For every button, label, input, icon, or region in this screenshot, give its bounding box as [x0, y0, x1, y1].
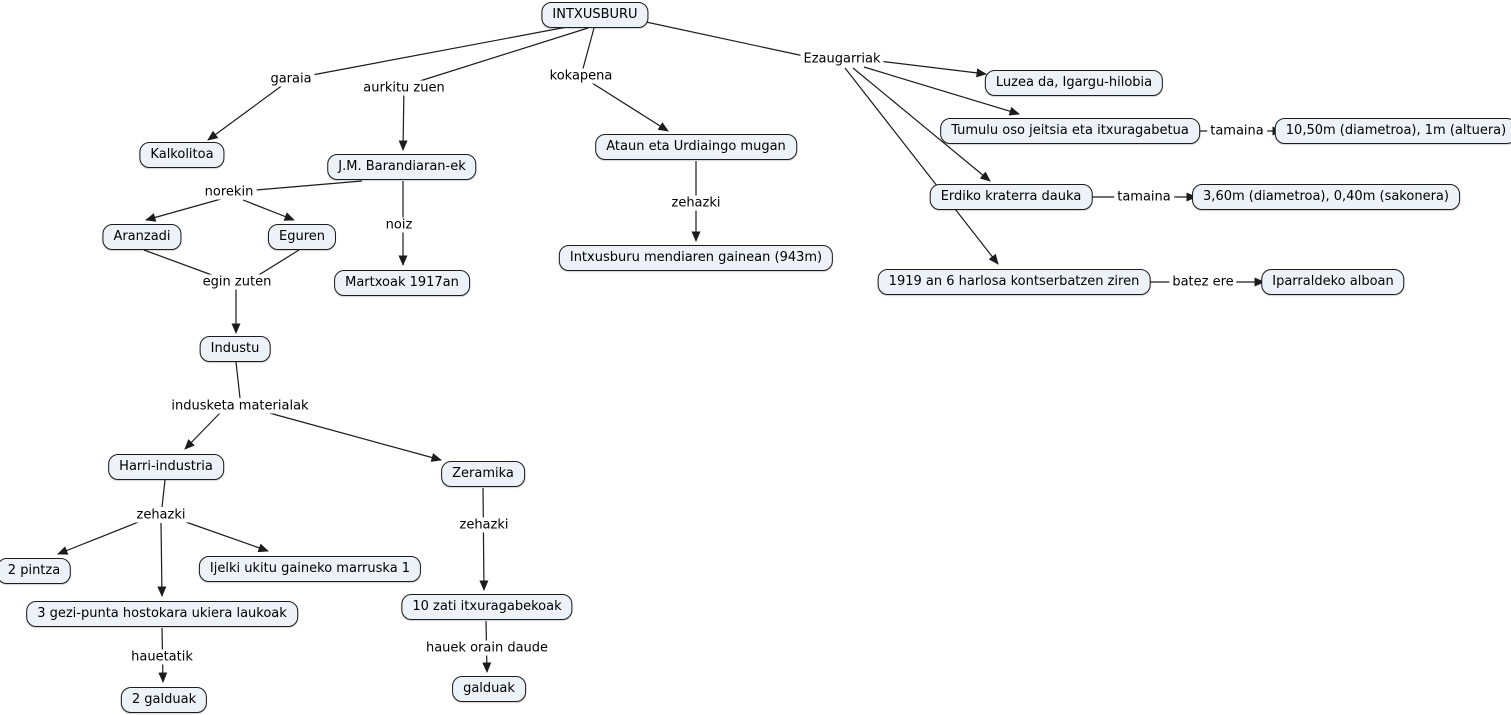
edge-zehazki-gezipunta: [157, 522, 167, 597]
edge-aranzadi-eginzuten: [143, 249, 221, 279]
node-mendi[interactable]: Intxusburu mendiaren gainean (943m): [558, 245, 834, 271]
node-neurria-tumulu[interactable]: 10,50m (diametroa), 1m (altuera): [1274, 118, 1511, 144]
edge-eguren-eginzuten: [253, 249, 300, 279]
edge-norekin-eguren: [242, 199, 295, 221]
edge-label-zehazki-harri[interactable]: zehazki: [133, 507, 189, 523]
edge-label-zehazki-zeramika[interactable]: zehazki: [456, 517, 512, 533]
edge-intxusburu-ezaugarriak: [645, 21, 805, 57]
node-erdiko[interactable]: Erdiko kraterra dauka: [929, 184, 1093, 210]
node-pintza[interactable]: 2 pintza: [0, 558, 72, 584]
edge-zehazki-ijelki: [182, 520, 269, 553]
edge-label-kokapena[interactable]: kokapena: [546, 68, 616, 84]
node-aranzadi[interactable]: Aranzadi: [102, 224, 182, 250]
node-luzea[interactable]: Luzea da, Igargu-hilobia: [984, 70, 1164, 96]
node-neurria-kraterra[interactable]: 3,60m (diametroa), 0,40m (sakonera): [1192, 184, 1460, 210]
edge-label-norekin[interactable]: norekin: [201, 184, 257, 200]
node-iparraldeko[interactable]: Iparraldeko alboan: [1261, 269, 1405, 295]
node-kalkolitoa[interactable]: Kalkolitoa: [139, 142, 225, 168]
edge-ezaugarriak-erdiko: [852, 67, 991, 182]
edge-industu-materialak: [235, 361, 241, 399]
edge-label-aurkitu-zuen[interactable]: aurkitu zuen: [360, 80, 448, 96]
node-martxoak[interactable]: Martxoak 1917an: [334, 270, 470, 296]
node-eguren[interactable]: Eguren: [267, 224, 337, 250]
edge-label-hauek-orain-daude[interactable]: hauek orain daude: [422, 640, 552, 656]
node-bi-galduak[interactable]: 2 galduak: [120, 687, 208, 713]
edge-label-tamaina-tumulu[interactable]: tamaina: [1207, 123, 1267, 139]
node-hamar-zati[interactable]: 10 zati itxuragabekoak: [401, 594, 573, 620]
edge-barandiaran-norekin: [255, 180, 363, 191]
node-harlosa[interactable]: 1919 an 6 harlosa kontserbatzen ziren: [877, 269, 1151, 295]
node-industu[interactable]: Industu: [199, 336, 271, 362]
edge-label-ezaugarriak[interactable]: Ezaugarriak: [800, 51, 884, 67]
edge-label-garaia[interactable]: garaia: [267, 71, 315, 87]
edge-label-batez-ere[interactable]: batez ere: [1169, 274, 1237, 290]
node-ataun[interactable]: Ataun eta Urdiaingo mugan: [595, 134, 797, 160]
edge-norekin-aranzadi: [145, 198, 222, 222]
node-intxusburu[interactable]: INTXUSBURU: [541, 2, 649, 28]
node-tumulu[interactable]: Tumulu oso jeitsia eta itxuragabetua: [940, 118, 1200, 144]
node-zeramika[interactable]: Zeramika: [441, 461, 525, 487]
edge-zeramika-hamarzati: [479, 487, 489, 591]
node-ijelki[interactable]: Ijelki ukitu gaineko marruska 1: [198, 556, 422, 582]
edge-ezaugarriak-tumulu: [863, 66, 1020, 116]
edge-label-egin-zuten[interactable]: egin zuten: [199, 274, 275, 290]
edge-harri-zehazki: [161, 479, 166, 508]
edge-label-tamaina-kraterra[interactable]: tamaina: [1114, 189, 1174, 205]
node-harri-industria[interactable]: Harri-industria: [108, 454, 224, 480]
edge-zehazki-pintza: [57, 520, 142, 555]
node-gezi-punta[interactable]: 3 gezi-punta hostokara ukiera laukoak: [26, 601, 298, 627]
edge-label-zehazki-ataun[interactable]: zehazki: [668, 195, 724, 211]
node-galduak[interactable]: galduak: [452, 676, 526, 702]
edge-label-hauetatik[interactable]: hauetatik: [128, 649, 196, 665]
edge-materialak-harri: [184, 411, 222, 450]
node-barandiaran[interactable]: J.M. Barandiaran-ek: [327, 154, 477, 180]
edge-label-noiz[interactable]: noiz: [382, 217, 416, 233]
edge-ezaugarriak-harlosa: [844, 67, 999, 265]
edge-label-indusketa-materialak[interactable]: indusketa materialak: [168, 398, 312, 414]
edge-ezaugarriak-luzea: [878, 60, 987, 78]
edge-materialak-zeramika: [261, 410, 442, 462]
